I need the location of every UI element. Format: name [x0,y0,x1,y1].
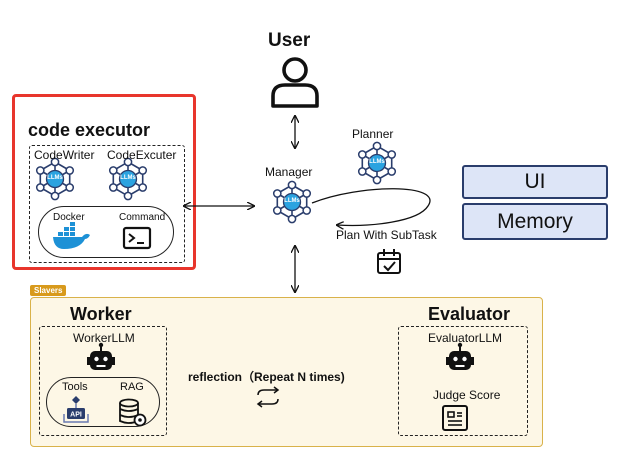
evaluatorllm-label: EvaluatorLLM [428,331,503,345]
tools-label: Tools [62,381,88,393]
code-executor-title: code executor [28,120,151,140]
worker-title: Worker [70,304,132,324]
worker-robot-icon [86,341,116,371]
codeexcuter-label: CodeExcuter [107,148,177,162]
manager-label: Manager [265,165,313,179]
memory-box: Memory [462,203,608,240]
manager-llm-badge: LLMs [284,198,300,204]
user-label: User [268,30,311,51]
codewriter-llm-badge: LLMs [47,175,63,181]
database-icon [119,398,147,427]
workerllm-label: WorkerLLM [73,331,135,345]
code-executor-box [12,94,196,270]
ui-box: UI [462,165,608,199]
plan-with-subtask-label: Plan With SubTask [336,228,437,242]
terminal-icon [122,226,152,250]
command-label: Command [119,212,166,223]
planner-llm-badge: LLMs [369,159,385,165]
judge-score-label: Judge Score [433,388,501,402]
codeexcuter-llm-badge: LLMs [120,175,136,181]
slavers-panel [30,297,543,447]
slavers-tag: Slavers [30,285,67,296]
evaluator-llm-group [398,326,528,436]
evaluator-robot-icon [445,341,475,371]
docker-label: Docker [53,212,85,223]
evaluator-title: Evaluator [428,304,511,324]
worker-llm-group [39,326,167,436]
cycle-arrows-icon [256,386,280,408]
api-badge-text: API [70,412,82,419]
code-executor-tools-pill [38,206,174,258]
reflection-label: reflection（Repeat N times) [188,370,345,384]
docker-icon [53,222,90,249]
codewriter-label: CodeWriter [34,148,95,162]
planner-label: Planner [352,127,394,141]
worker-tools-pill [46,377,160,427]
api-tool-icon: API [63,396,89,423]
planner-loop-arrow [311,188,431,226]
user-icon [271,57,319,108]
calendar-check-icon [377,249,401,274]
rag-label: RAG [120,381,144,393]
score-card-icon [442,405,468,431]
